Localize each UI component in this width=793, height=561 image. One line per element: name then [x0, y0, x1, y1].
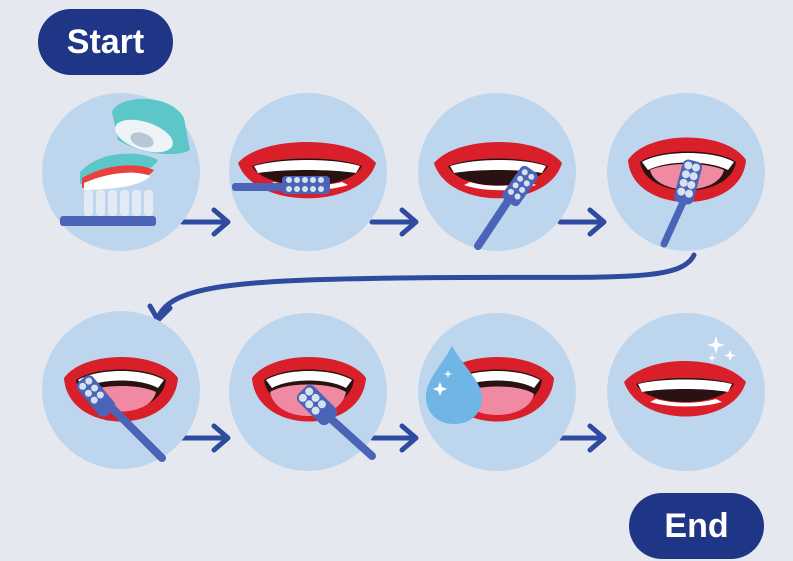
arrow-step1-to-step2 — [179, 207, 231, 237]
start-label: Start — [38, 9, 173, 75]
step-4-brush-inner-upper — [607, 93, 765, 251]
arrow-step7-to-step8 — [557, 423, 607, 453]
toothpaste-on-brush-icon — [60, 153, 158, 226]
arrow-step3-to-step4 — [557, 207, 607, 237]
sparkle-icon — [707, 336, 736, 362]
arrow-step5-to-step6 — [179, 423, 231, 453]
toothpaste-tube-icon — [112, 98, 190, 155]
sparkle-smile-icon — [624, 336, 746, 417]
step-7-rinse — [418, 313, 576, 471]
arrow-step2-to-step3 — [369, 207, 419, 237]
step-1-apply-toothpaste — [42, 93, 200, 251]
brush-horizontal-icon — [232, 176, 330, 194]
brush-inner-vertical-icon — [660, 159, 703, 248]
water-drop-icon — [425, 346, 482, 424]
end-label: End — [629, 493, 764, 559]
step-8-clean-smile — [607, 313, 765, 471]
arrow-step6-to-step7 — [369, 423, 419, 453]
brush-angled-icon — [474, 165, 538, 250]
step-6-brush-tongue — [229, 313, 387, 471]
brush-tongue-icon — [296, 384, 376, 460]
brush-inner-diagonal-icon — [76, 375, 166, 462]
step-2-brush-outer-front — [229, 93, 387, 251]
step-3-brush-outer-side — [418, 93, 576, 251]
arrow-row1-to-row2 — [147, 252, 697, 323]
step-5-brush-inner-lower — [42, 311, 200, 469]
